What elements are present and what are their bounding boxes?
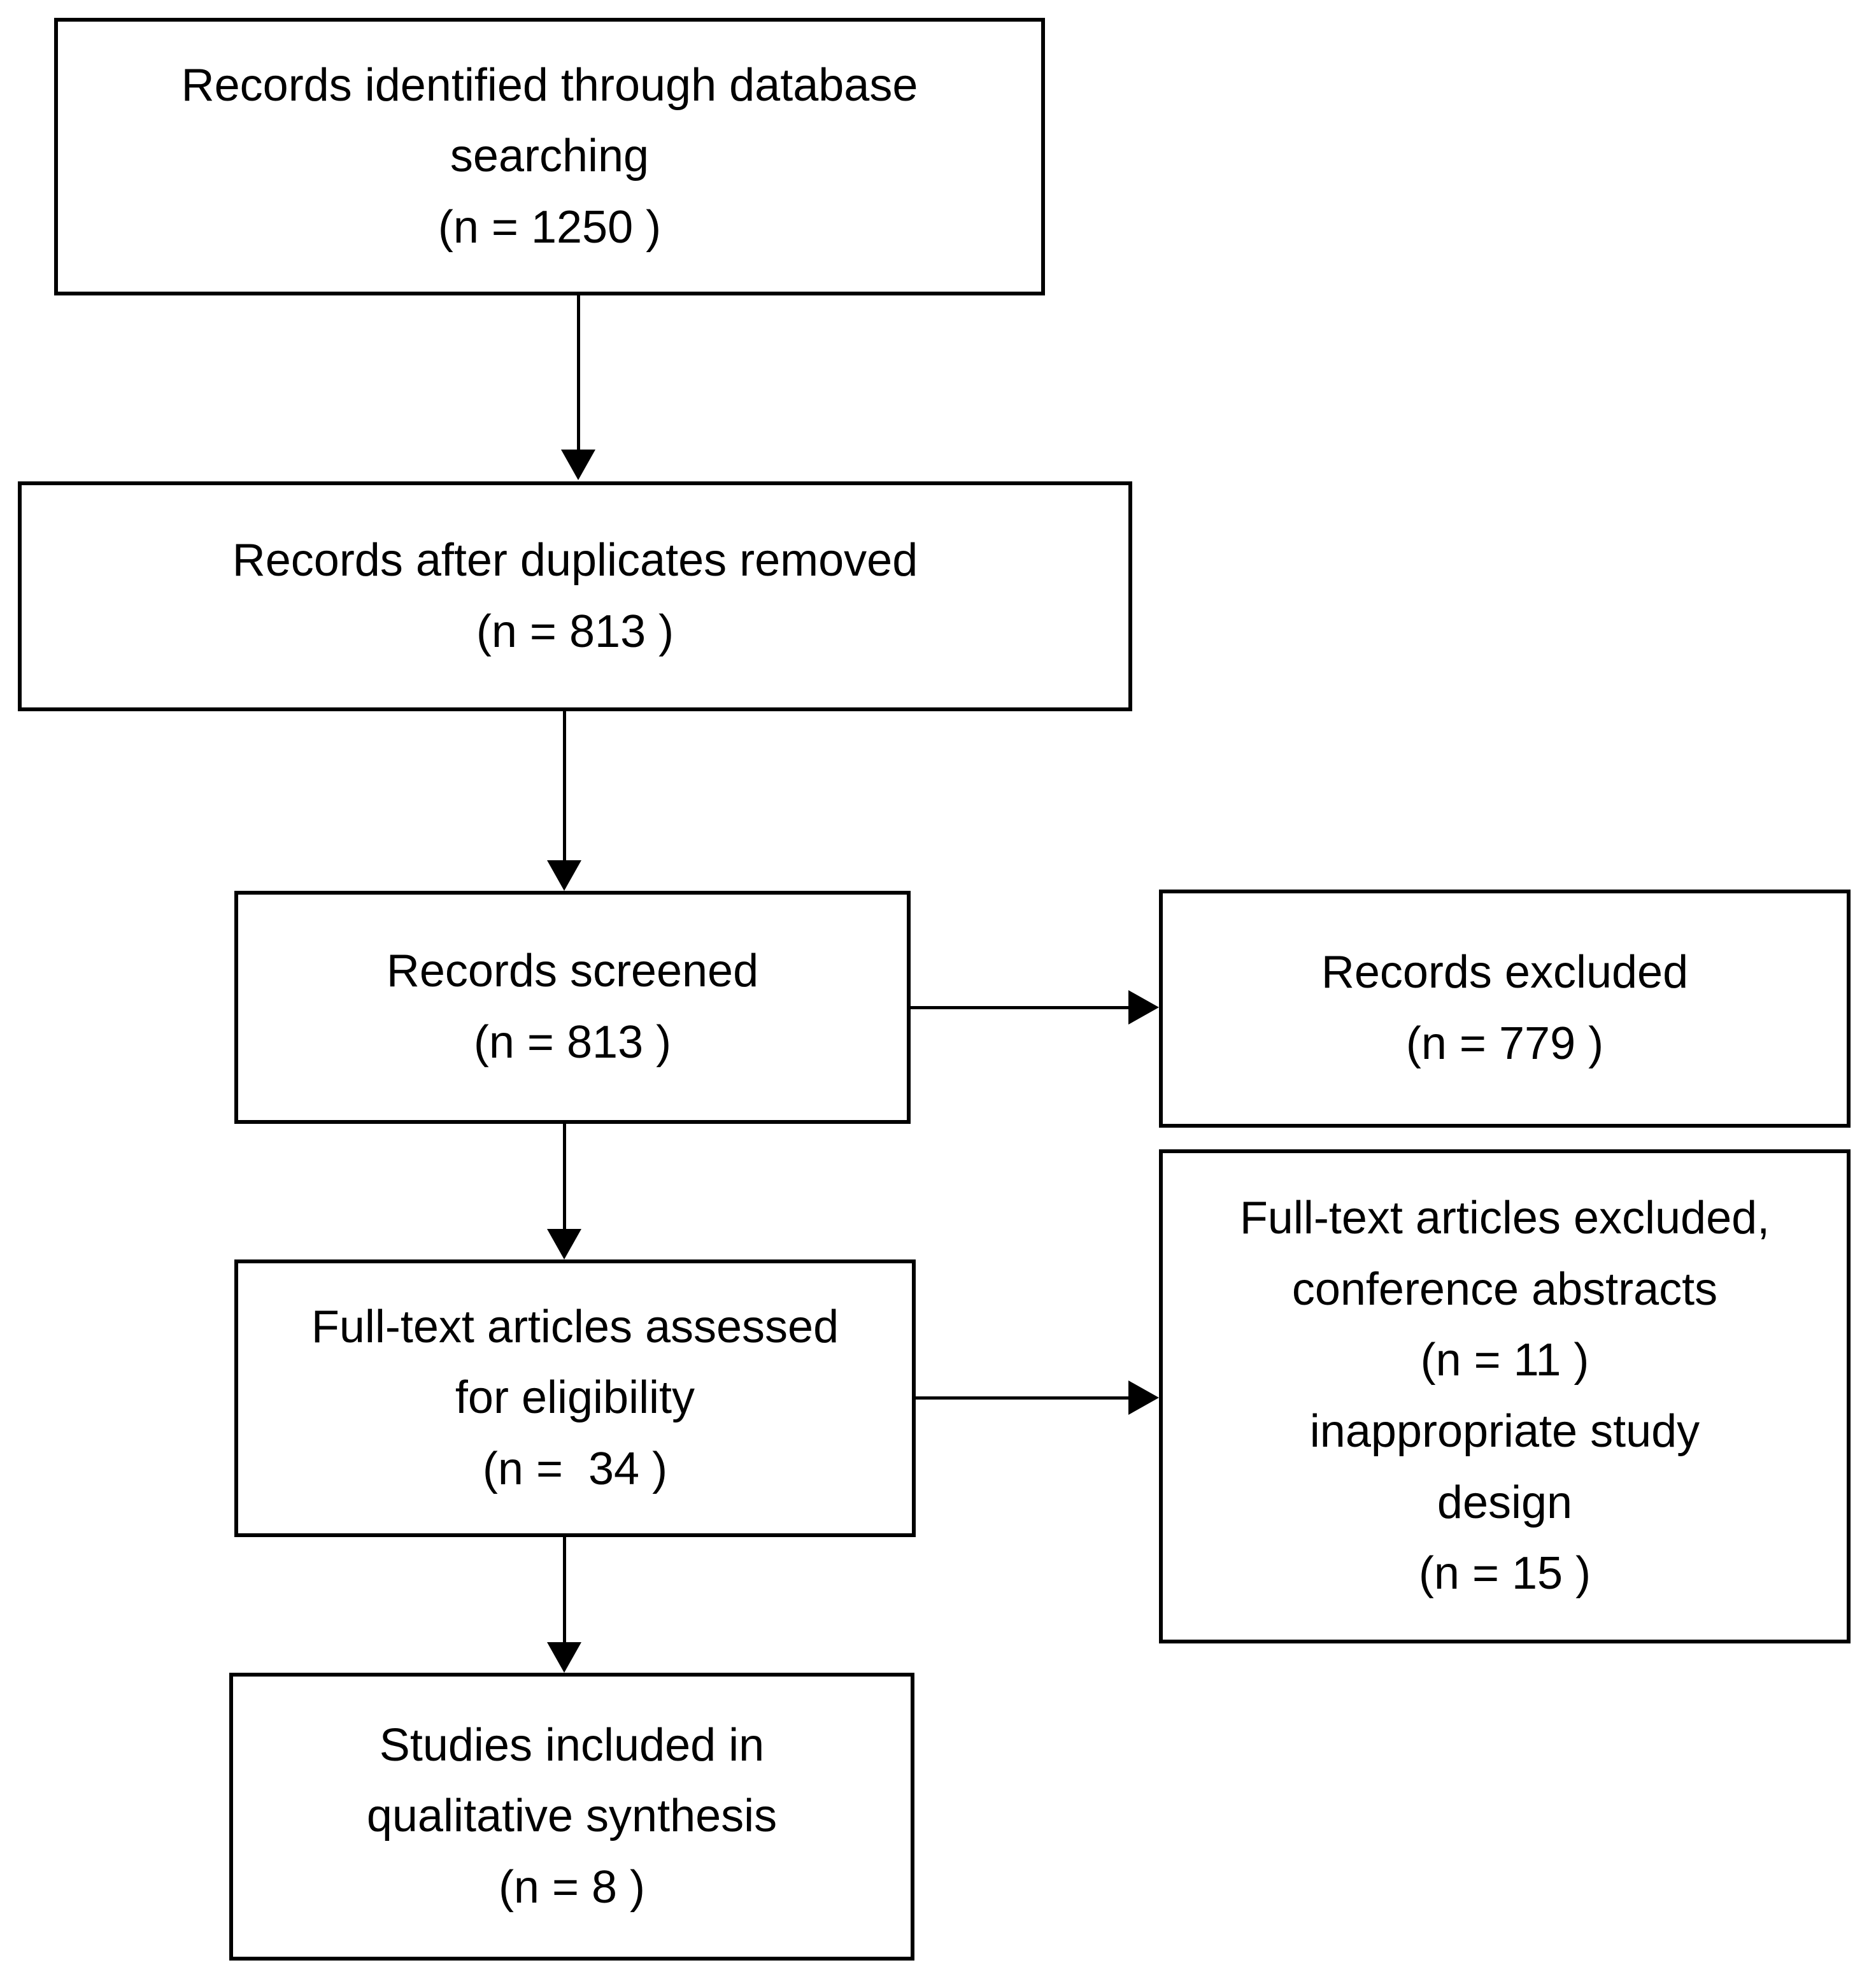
box-count: (n = 11 ) <box>1420 1335 1589 1386</box>
box-line: Records screened <box>386 946 759 997</box>
arrowhead-down-icon <box>547 1642 581 1673</box>
arrow-screened-to-fulltext <box>563 1124 566 1231</box>
box-line: conference abstracts <box>1291 1263 1718 1315</box>
box-count: (n = 8 ) <box>498 1861 646 1913</box>
box-count: (n = 1250 ) <box>437 201 662 253</box>
box-line: design <box>1437 1477 1573 1528</box>
box-studies-included: Studies included in qualitative synthesi… <box>229 1673 914 1961</box>
box-line: Records excluded <box>1321 947 1689 998</box>
arrowhead-right-icon <box>1128 1380 1159 1415</box>
arrowhead-right-icon <box>1128 990 1159 1025</box>
arrowhead-down-icon <box>561 450 595 480</box>
box-count: (n = 779 ) <box>1405 1018 1604 1069</box>
arrow-fulltext-to-included <box>563 1537 566 1644</box>
box-line: qualitative synthesis <box>366 1791 778 1842</box>
box-records-deduplicated: Records after duplicates removed (n = 81… <box>18 481 1132 711</box>
box-fulltext-assessed: Full-text articles assessed for eligibil… <box>234 1259 916 1537</box>
arrow-screened-to-excluded <box>911 1006 1130 1009</box>
box-count: (n = 813 ) <box>476 606 674 657</box>
box-line: Records identified through database <box>181 59 918 111</box>
box-line: Full-text articles excluded, <box>1239 1193 1770 1244</box>
box-line: for eligibility <box>455 1372 695 1424</box>
box-count: (n = 15 ) <box>1418 1548 1591 1600</box>
arrow-identified-to-deduplicated <box>577 295 580 452</box>
arrowhead-down-icon <box>547 860 581 891</box>
box-records-screened: Records screened (n = 813 ) <box>234 891 911 1124</box>
box-line: Full-text articles assessed <box>311 1301 839 1352</box>
box-records-identified: Records identified through database sear… <box>54 18 1045 295</box>
box-line: inappropriate study <box>1309 1406 1700 1457</box>
arrowhead-down-icon <box>547 1229 581 1259</box>
box-line: Studies included in <box>379 1719 765 1771</box>
box-line: searching <box>450 131 650 182</box>
box-count: (n = 813 ) <box>473 1017 672 1068</box>
box-fulltext-excluded: Full-text articles excluded, conference … <box>1159 1149 1851 1643</box>
box-count: (n = 34 ) <box>482 1443 668 1494</box>
box-line: Records after duplicates removed <box>232 534 918 586</box>
arrow-deduplicated-to-screened <box>563 711 566 862</box>
arrow-fulltext-to-fulltext-excluded <box>916 1396 1130 1400</box>
box-records-excluded: Records excluded (n = 779 ) <box>1159 890 1851 1128</box>
